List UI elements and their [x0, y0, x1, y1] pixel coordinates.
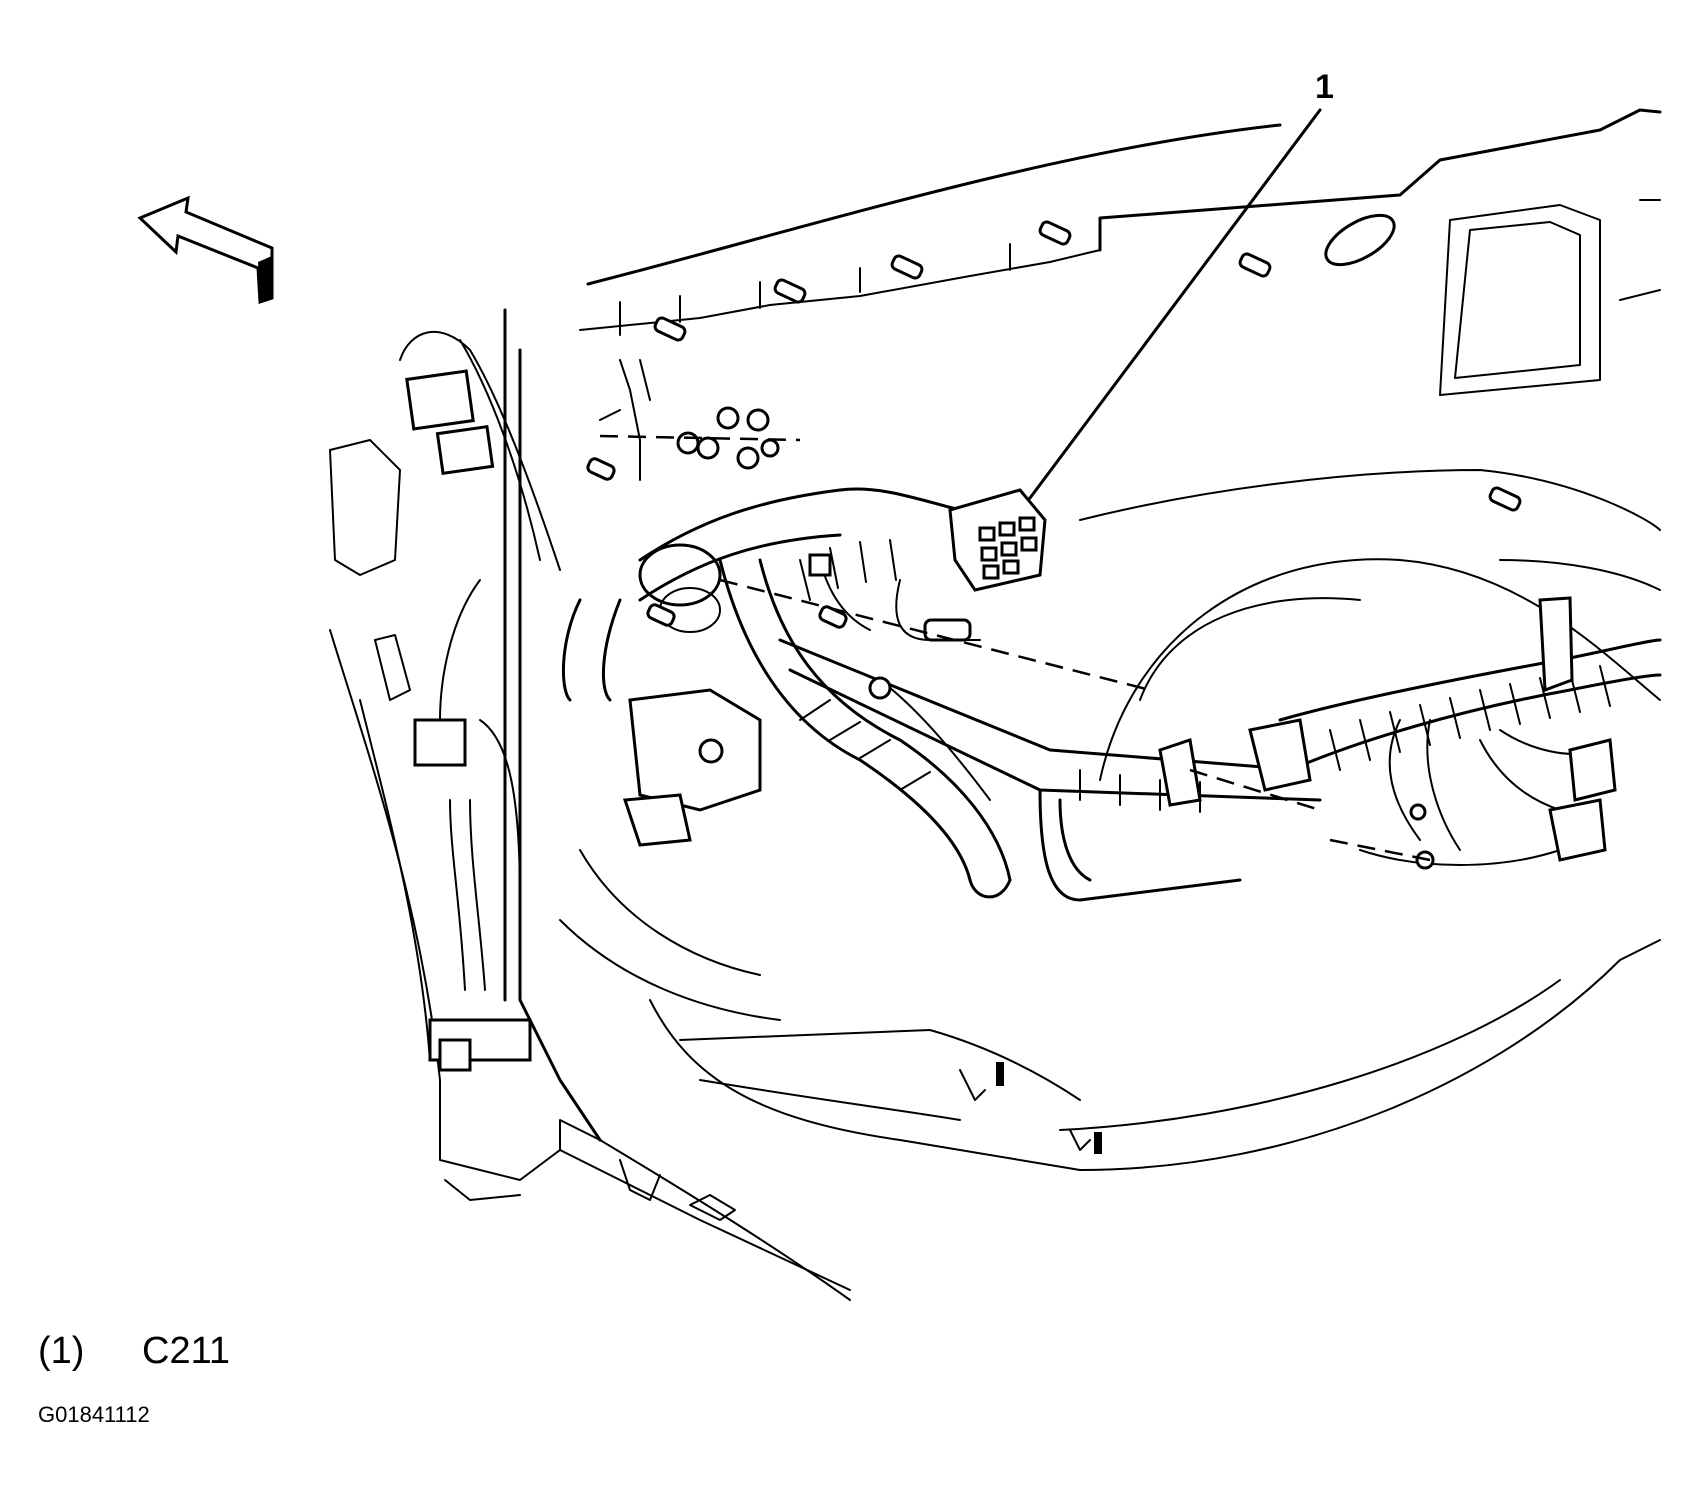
wiring-harness-trunk: [562, 487, 1662, 902]
left-pillar: [329, 308, 602, 1201]
legend-label: C211: [142, 1330, 231, 1372]
callout-number-1: 1: [1315, 68, 1334, 106]
figure-id: G01841112: [38, 1402, 150, 1427]
panel-studs: [586, 220, 1522, 512]
branch-wires: [399, 331, 1601, 1001]
forward-direction-arrow-icon: [137, 195, 274, 305]
wheel-well: [1079, 469, 1661, 866]
callout-leader-1: [1028, 108, 1322, 500]
c211-connector: [948, 488, 1047, 592]
fasteners: [599, 359, 1431, 862]
legend-key: (1): [38, 1330, 85, 1372]
floor-pan: [559, 849, 1661, 1301]
legend: (1) C211: [38, 1330, 230, 1373]
dash-panel-top: [579, 108, 1662, 396]
connectors: [405, 369, 1617, 1072]
